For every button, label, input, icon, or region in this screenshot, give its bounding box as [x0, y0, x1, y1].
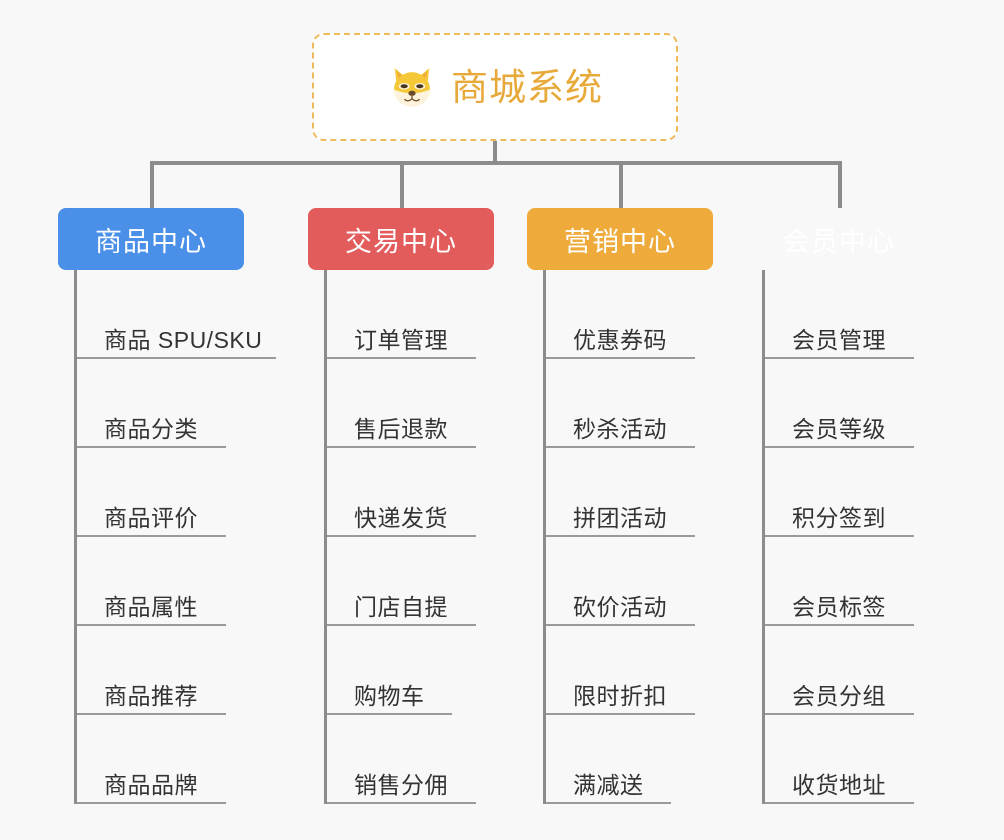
list-item[interactable]: 商品品牌 [74, 715, 262, 804]
list-item-label: 售后退款 [354, 415, 448, 442]
list-item[interactable]: 商品属性 [74, 537, 262, 626]
connector-drop-product-center [150, 161, 154, 208]
list-item[interactable]: 售后退款 [324, 359, 476, 448]
shiba-dog-icon [394, 68, 430, 107]
item-column-spine [74, 270, 77, 804]
list-item-label: 满减送 [573, 771, 644, 798]
list-item-underline [74, 446, 226, 448]
list-item[interactable]: 会员标签 [762, 537, 914, 626]
list-item[interactable]: 商品分类 [74, 359, 262, 448]
list-item[interactable]: 积分签到 [762, 448, 914, 537]
root-title: 商城系统 [451, 66, 603, 108]
list-item-underline [324, 624, 476, 626]
list-item[interactable]: 门店自提 [324, 537, 476, 626]
item-list: 商品 SPU/SKU 商品分类商品评价商品属性商品推荐商品品牌 [74, 270, 276, 804]
list-item-label: 门店自提 [354, 593, 448, 620]
connector-drop-trade-center [400, 161, 404, 208]
item-column-spine [324, 270, 327, 804]
list-item-label: 秒杀活动 [573, 415, 667, 442]
list-item-label: 快递发货 [354, 504, 448, 531]
list-item[interactable]: 优惠券码 [543, 270, 695, 359]
list-item[interactable]: 订单管理 [324, 270, 476, 359]
list-item[interactable]: 商品评价 [74, 448, 262, 537]
list-item[interactable]: 砍价活动 [543, 537, 695, 626]
list-item-label: 收货地址 [792, 771, 886, 798]
list-item-label: 会员标签 [792, 593, 886, 620]
list-item-label: 砍价活动 [573, 593, 667, 620]
category-label: 会员中心 [783, 226, 895, 257]
list-item-label: 销售分佣 [354, 771, 448, 798]
list-item[interactable]: 收货地址 [762, 715, 914, 804]
list-item-label: 商品品牌 [104, 771, 198, 798]
list-item-label: 商品分类 [104, 415, 198, 442]
category-label: 商品中心 [95, 226, 207, 257]
connector-drop-marketing-center [619, 161, 623, 208]
list-item-label: 商品 SPU/SKU [104, 326, 263, 353]
category-box-member-center[interactable]: 会员中心 [746, 208, 932, 270]
list-item-underline [762, 713, 914, 715]
category-box-product-center[interactable]: 商品中心 [58, 208, 244, 270]
category-label: 交易中心 [345, 226, 457, 257]
category-box-trade-center[interactable]: 交易中心 [308, 208, 494, 270]
list-item-underline [543, 713, 695, 715]
item-column-spine [543, 270, 546, 804]
item-list: 订单管理售后退款快递发货门店自提购物车销售分佣 [324, 270, 476, 804]
connector-drop-member-center [838, 161, 842, 208]
connector-horizontal-bus [150, 161, 842, 165]
item-column-spine [762, 270, 765, 804]
list-item-underline [74, 802, 226, 804]
list-item-underline [324, 446, 476, 448]
list-item-underline [762, 535, 914, 537]
list-item[interactable]: 购物车 [324, 626, 452, 715]
list-item-underline [543, 535, 695, 537]
category-label: 营销中心 [564, 226, 676, 257]
list-item-label: 会员等级 [792, 415, 886, 442]
list-item[interactable]: 快递发货 [324, 448, 476, 537]
list-item-underline [74, 535, 226, 537]
list-item[interactable]: 销售分佣 [324, 715, 476, 804]
list-item-label: 限时折扣 [573, 682, 667, 709]
list-item-underline [762, 446, 914, 448]
list-item-underline [74, 357, 276, 359]
list-item-underline [74, 713, 226, 715]
list-item-underline [543, 357, 695, 359]
list-item-underline [324, 357, 476, 359]
list-item-underline [543, 624, 695, 626]
list-item-underline [543, 446, 695, 448]
list-item-underline [762, 802, 914, 804]
list-item-label: 订单管理 [354, 326, 448, 353]
root-node-shop-system[interactable]: 商城系统 [312, 33, 678, 141]
list-item-underline [324, 713, 452, 715]
list-item[interactable]: 满减送 [543, 715, 671, 804]
list-item[interactable]: 商品 SPU/SKU [74, 270, 276, 359]
list-item-label: 商品推荐 [104, 682, 198, 709]
list-item-underline [324, 802, 476, 804]
list-item-underline [74, 624, 226, 626]
list-item-label: 购物车 [354, 682, 425, 709]
list-item[interactable]: 会员分组 [762, 626, 914, 715]
list-item-label: 会员管理 [792, 326, 886, 353]
list-item[interactable]: 会员等级 [762, 359, 914, 448]
list-item-underline [543, 802, 671, 804]
item-list: 会员管理会员等级积分签到会员标签会员分组收货地址 [762, 270, 914, 804]
list-item-label: 会员分组 [792, 682, 886, 709]
list-item[interactable]: 商品推荐 [74, 626, 262, 715]
list-item-underline [762, 624, 914, 626]
list-item[interactable]: 秒杀活动 [543, 359, 695, 448]
item-list: 优惠券码秒杀活动拼团活动砍价活动限时折扣满减送 [543, 270, 695, 804]
list-item-label: 拼团活动 [573, 504, 667, 531]
list-item-label: 商品属性 [104, 593, 198, 620]
list-item[interactable]: 会员管理 [762, 270, 914, 359]
list-item[interactable]: 限时折扣 [543, 626, 695, 715]
category-box-marketing-center[interactable]: 营销中心 [527, 208, 713, 270]
list-item-underline [762, 357, 914, 359]
list-item-label: 商品评价 [104, 504, 198, 531]
list-item-label: 优惠券码 [573, 326, 667, 353]
connector-root-stem [493, 141, 497, 164]
list-item[interactable]: 拼团活动 [543, 448, 695, 537]
list-item-underline [324, 535, 476, 537]
list-item-label: 积分签到 [792, 504, 886, 531]
